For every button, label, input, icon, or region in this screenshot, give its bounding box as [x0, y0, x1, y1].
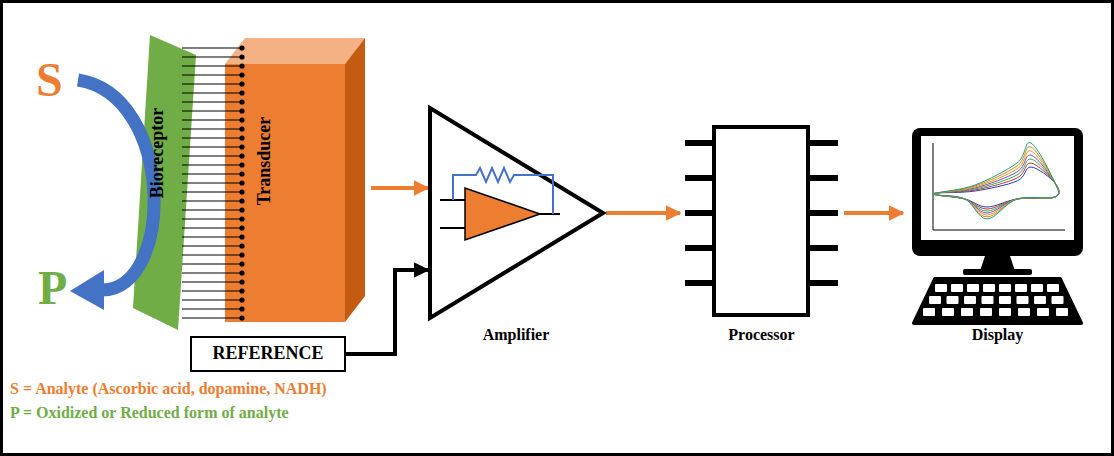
electrode-wires — [182, 45, 245, 320]
processor-chip — [714, 127, 808, 315]
node-label: Amplifier — [483, 326, 550, 344]
note: S = Analyte (Ascorbic acid, dopamine, NA… — [10, 380, 327, 398]
signal-arrow — [844, 211, 903, 215]
product-symbol: P — [38, 262, 67, 315]
node-label: Transducer — [255, 117, 275, 206]
node-shape — [223, 36, 369, 324]
node-label: Processor — [728, 326, 794, 344]
computer-icon — [912, 128, 1083, 323]
reference-box — [191, 337, 345, 371]
box-top — [225, 38, 365, 64]
chip-pins — [685, 140, 838, 286]
transducer: Transducer — [223, 36, 369, 324]
reference-box: REFERENCE — [190, 336, 346, 372]
reaction-arrowhead — [70, 270, 104, 310]
amplifier: Amplifier — [428, 105, 604, 345]
signal-arrow — [606, 211, 680, 215]
amplifier-triangle — [430, 108, 603, 318]
signal-arrow — [371, 186, 428, 190]
node-label: Display — [972, 326, 1024, 344]
display: Display — [905, 125, 1090, 345]
reaction-arrow — [78, 80, 154, 290]
node-shape — [428, 105, 604, 345]
note: P = Oxidized or Reduced form of analyte — [10, 404, 289, 422]
box-front — [225, 64, 345, 322]
node-shape — [683, 125, 840, 345]
opamp-symbol — [440, 168, 560, 240]
node-shape — [905, 125, 1090, 345]
processor: Processor — [683, 125, 840, 345]
node-label: Bioreceptor — [148, 108, 168, 199]
analyte-symbol: S — [36, 54, 63, 107]
node-label: REFERENCE — [212, 344, 323, 364]
box-side — [345, 38, 365, 322]
